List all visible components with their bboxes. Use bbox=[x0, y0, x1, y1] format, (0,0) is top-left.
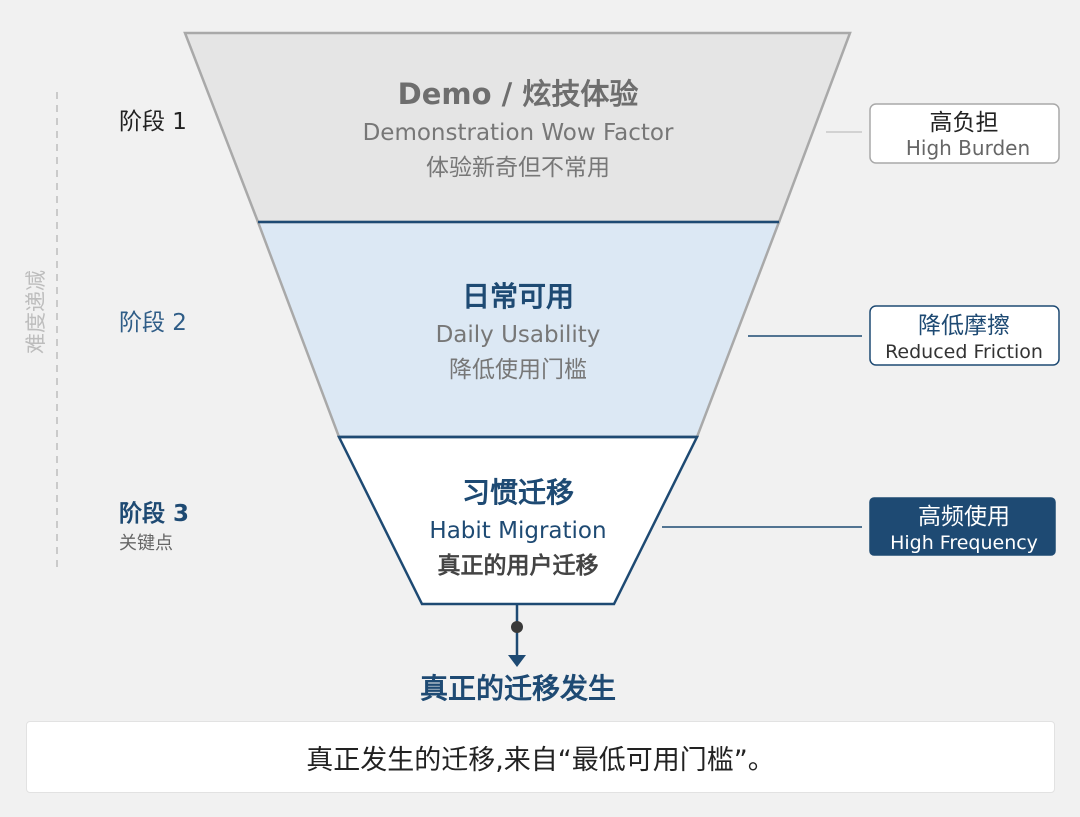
stage-3-desc: 真正的用户迁移 bbox=[438, 552, 599, 579]
footer-note-box: 真正发生的迁移,来自“最低可用门槛”。 bbox=[26, 721, 1055, 793]
tag-reduced-friction-en: Reduced Friction bbox=[885, 341, 1043, 363]
stage-2-desc: 降低使用门槛 bbox=[449, 357, 587, 383]
outcome-arrow-dot bbox=[511, 621, 523, 633]
stage-3-label: 阶段 3 bbox=[119, 500, 189, 527]
stage-1-subtitle: Demonstration Wow Factor bbox=[363, 120, 674, 146]
tag-high-burden bbox=[869, 103, 1060, 164]
stage-3-sublabel: 关键点 bbox=[119, 533, 173, 554]
stage-2-title: 日常可用 bbox=[462, 280, 574, 313]
tag-high-frequency-en: High Frequency bbox=[890, 532, 1038, 554]
stage-2-subtitle: Daily Usability bbox=[436, 322, 601, 348]
tag-high-burden-zh: 高负担 bbox=[930, 110, 999, 136]
footer-note-text: 真正发生的迁移,来自“最低可用门槛”。 bbox=[306, 744, 775, 776]
stage-2-label: 阶段 2 bbox=[119, 310, 187, 336]
tag-high-frequency bbox=[869, 497, 1056, 556]
tag-high-burden-en: High Burden bbox=[906, 136, 1030, 160]
stage-1-label: 阶段 1 bbox=[119, 109, 187, 135]
stage-1-title: Demo / 炫技体验 bbox=[398, 77, 639, 111]
tag-high-frequency-zh: 高频使用 bbox=[918, 504, 1010, 530]
stage-3-title: 习惯迁移 bbox=[462, 476, 574, 509]
stage-3-subtitle: Habit Migration bbox=[429, 518, 606, 544]
tag-reduced-friction-zh: 降低摩擦 bbox=[918, 313, 1010, 339]
difficulty-axis-label: 难度递减 bbox=[24, 270, 48, 354]
outcome-arrow-head bbox=[508, 655, 526, 667]
outcome-label: 真正的迁移发生 bbox=[420, 672, 616, 705]
stage-1-desc: 体验新奇但不常用 bbox=[426, 155, 610, 181]
tag-reduced-friction bbox=[869, 305, 1060, 366]
